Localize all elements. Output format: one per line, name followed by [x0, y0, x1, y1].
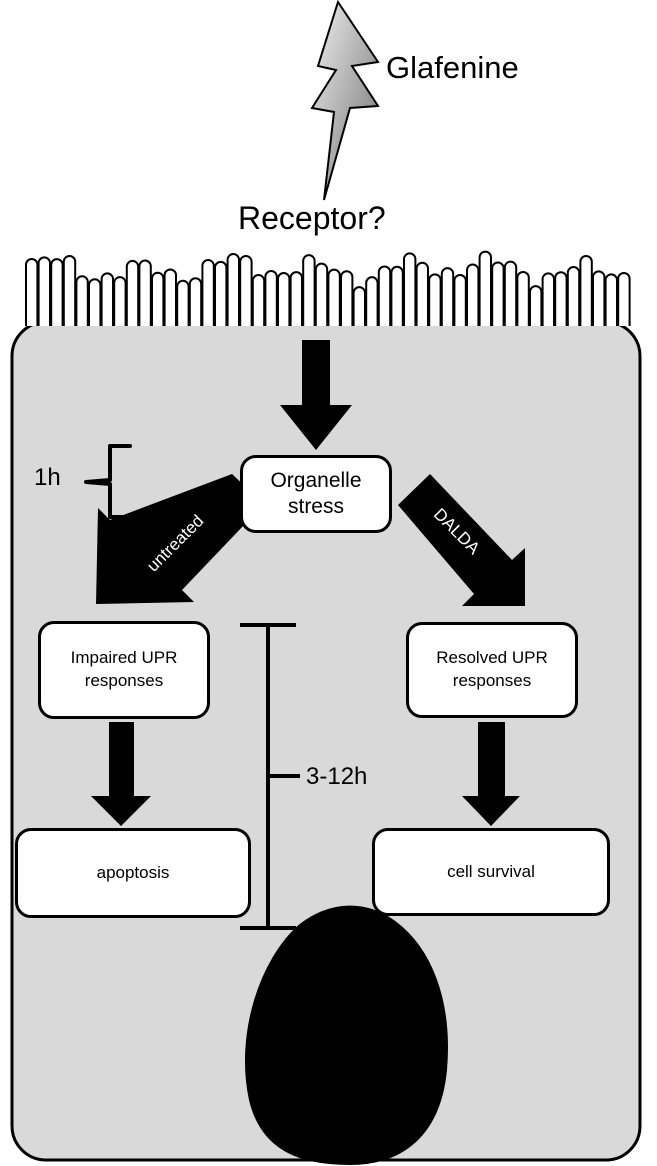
microvillus — [37, 256, 51, 326]
organelle-stress-line2: stress — [287, 495, 344, 518]
receptor-label: Receptor? — [238, 200, 386, 236]
microvillus — [529, 285, 543, 326]
resolved-upr-line1: Resolved UPR — [436, 648, 548, 668]
microvillus — [75, 275, 89, 326]
microvillus — [604, 273, 618, 326]
microvillus — [314, 262, 329, 326]
microvillus — [403, 252, 417, 326]
microvillus — [251, 274, 266, 326]
microvillus — [50, 258, 64, 326]
impaired-upr-line1: Impaired UPR — [70, 648, 178, 668]
microvillus — [592, 270, 606, 326]
lightning-bolt-icon — [310, 0, 380, 201]
microvilli — [25, 250, 631, 326]
time-3-12h-label: 3-12h — [306, 763, 368, 790]
microvillus — [125, 259, 140, 326]
microvillus — [428, 273, 442, 326]
microvillus — [88, 278, 102, 326]
organelle-stress-line1: Organelle — [270, 468, 362, 492]
organelle-stress-box: Organelle stress — [240, 455, 392, 533]
microvillus — [163, 268, 177, 326]
microvillus — [516, 270, 530, 326]
microvillus — [100, 272, 114, 326]
impaired-upr-box: Impaired UPR responses — [38, 621, 210, 719]
microvillus — [440, 267, 455, 326]
cell-survival-box: cell survival — [372, 828, 610, 916]
microvillus — [302, 254, 316, 326]
microvillus — [390, 265, 404, 326]
microvillus — [327, 268, 341, 326]
arrow-untreated — [96, 474, 264, 604]
microvillus — [277, 272, 291, 326]
cell-survival-label: cell survival — [447, 862, 535, 881]
microvillus — [541, 272, 555, 326]
microvillus — [151, 271, 165, 326]
glafenine-label: Glafenine — [386, 50, 519, 85]
microvillus — [214, 260, 228, 326]
microvillus — [352, 286, 366, 326]
time-1h-label: 1h — [34, 464, 61, 491]
microvillus — [239, 254, 253, 326]
microvillus — [340, 270, 354, 326]
apoptosis-label: apoptosis — [96, 863, 170, 882]
microvillus — [226, 253, 240, 326]
microvillus — [453, 273, 467, 326]
impaired-upr-line2: responses — [84, 671, 164, 690]
microvillus — [579, 254, 593, 326]
microvillus — [554, 271, 568, 326]
microvillus — [176, 279, 190, 326]
microvillus — [264, 269, 278, 326]
bracket-1h — [84, 444, 132, 519]
microvillus — [566, 266, 581, 326]
nucleus — [244, 905, 448, 1166]
arrow-resolved-to-survival — [462, 722, 520, 826]
microvillus — [365, 276, 379, 326]
microvillus — [62, 254, 77, 326]
microvillus — [415, 261, 429, 326]
microvillus — [188, 277, 203, 326]
microvillus — [138, 259, 152, 326]
microvillus — [617, 271, 631, 326]
arrow-impaired-to-apoptosis — [91, 722, 151, 826]
microvillus — [377, 265, 392, 326]
microvillus — [113, 276, 127, 326]
arrow-receptor-to-stress — [280, 340, 352, 450]
microvillus — [503, 260, 518, 326]
microvillus — [478, 250, 492, 326]
arrow-dalda — [398, 474, 525, 606]
microvillus — [289, 271, 303, 326]
microvillus — [491, 261, 505, 326]
bracket-3-12h — [240, 623, 300, 930]
resolved-upr-line2: responses — [452, 671, 532, 690]
microvillus — [466, 263, 480, 326]
microvillus — [25, 257, 39, 326]
microvillus — [201, 259, 215, 326]
apoptosis-box: apoptosis — [15, 828, 251, 918]
resolved-upr-box: Resolved UPR responses — [406, 622, 578, 718]
